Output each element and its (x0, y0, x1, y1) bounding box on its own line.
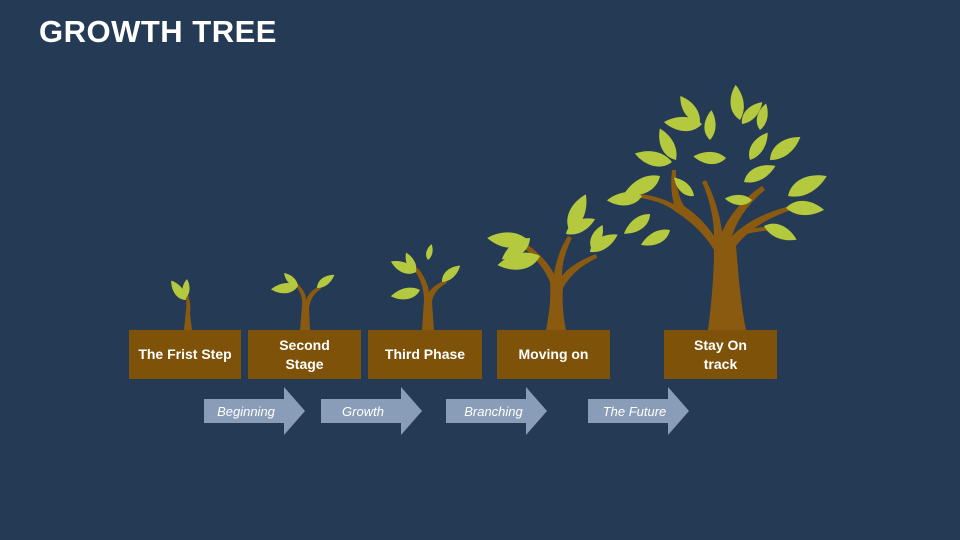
arrow-label: Branching (464, 403, 523, 419)
stage-label: The Frist Step (138, 346, 232, 362)
young-tree (486, 192, 621, 330)
arrow-label: The Future (602, 403, 667, 419)
stage-label: Stay On track (694, 336, 747, 372)
arrow-right-icon (446, 387, 547, 435)
arrow-right-icon (321, 387, 422, 435)
arrow-right-icon (588, 387, 689, 435)
sprout-tree (169, 277, 194, 330)
slide-title: GROWTH TREE (39, 14, 277, 49)
arrow-growth: Growth (321, 387, 422, 435)
stage-box-third-phase: Third Phase (368, 330, 482, 379)
arrow-right-icon (204, 387, 305, 435)
stage-box-moving-on: Moving on (497, 330, 610, 379)
seedling-tree (270, 269, 337, 330)
arrow-label: Beginning (217, 403, 275, 419)
stage-label: Third Phase (384, 346, 466, 362)
small-plant-tree (389, 243, 464, 330)
stage-box-stay-on-track: Stay On track (664, 330, 777, 379)
arrow-label: Growth (342, 403, 384, 419)
arrow-branching: Branching (446, 387, 547, 435)
stage-box-second-stage: Second Stage (248, 330, 361, 379)
arrow-beginning: Beginning (204, 387, 305, 435)
mature-tree (606, 84, 830, 330)
stage-box-first-step: The Frist Step (129, 330, 241, 379)
stage-label: Moving on (518, 346, 589, 362)
stage-label: Second Stage (279, 336, 330, 372)
arrow-the-future: The Future (588, 387, 689, 435)
